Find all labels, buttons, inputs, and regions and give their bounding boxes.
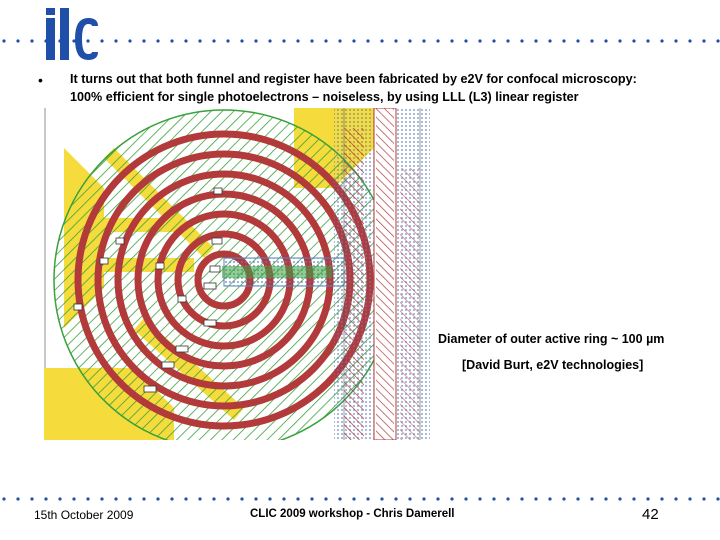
diameter-caption: Diameter of outer active ring ~ 100 µm (438, 332, 665, 346)
bullet-text: It turns out that both funnel and regist… (70, 70, 710, 106)
bullet-line-2: 100% efficient for single photoelectrons… (70, 90, 579, 104)
ilc-logo (46, 8, 98, 60)
page-number: 42 (642, 506, 659, 523)
bullet-marker: • (38, 72, 43, 88)
funnel-register-layout-image (44, 108, 430, 440)
footer-date: 15th October 2009 (34, 508, 134, 522)
credit-caption: [David Burt, e2V technologies] (462, 358, 644, 372)
top-dotted-rule (2, 39, 720, 43)
bullet-line-1: It turns out that both funnel and regist… (70, 72, 637, 86)
footer-event: CLIC 2009 workshop - Chris Damerell (250, 508, 455, 520)
bottom-dotted-rule (2, 497, 720, 501)
